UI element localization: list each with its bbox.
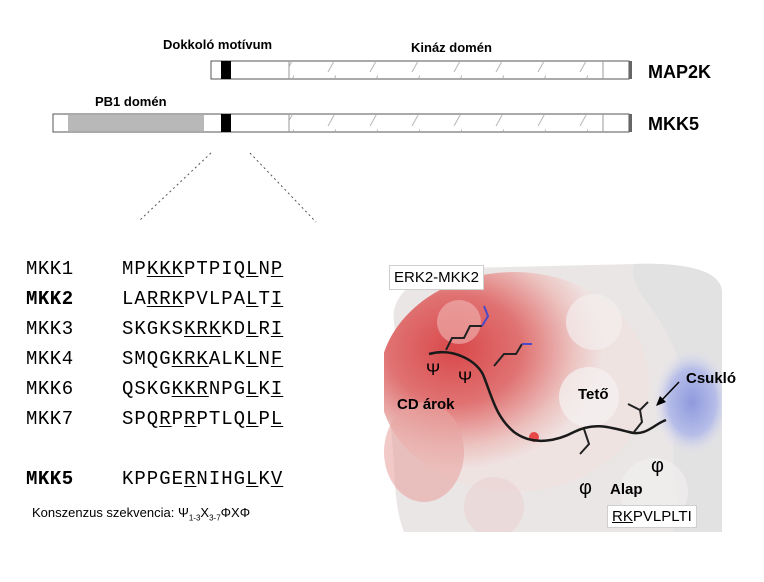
erk2-mkk2-structure bbox=[384, 262, 722, 532]
residue: NIHG bbox=[196, 468, 247, 490]
sequence-name: MKK7 bbox=[26, 408, 74, 430]
mkk5-bar bbox=[52, 113, 632, 133]
residue: N bbox=[258, 258, 271, 280]
conserved-residue: I bbox=[270, 318, 284, 340]
sequence-name: MKK5 bbox=[26, 468, 74, 490]
sequence-residues: QSKGKKRNPGLKI bbox=[122, 378, 283, 400]
psi-pocket-2: Ψ bbox=[458, 368, 473, 387]
residue: P bbox=[171, 408, 185, 430]
phi-pocket-2: φ bbox=[651, 455, 664, 477]
map2k-bar bbox=[210, 60, 632, 80]
zoom-line-right bbox=[249, 152, 317, 223]
conserved-residue: L bbox=[270, 408, 284, 430]
residue: PTPIQ bbox=[184, 258, 247, 280]
conserved-residue: P bbox=[270, 258, 284, 280]
sequence-name: MKK4 bbox=[26, 348, 74, 370]
sequence-name: MKK6 bbox=[26, 378, 74, 400]
sequence-residues: SMQGKRKALKLNF bbox=[122, 348, 283, 370]
residue: R bbox=[258, 318, 271, 340]
sequence-residues: MPKKKPTPIQLNP bbox=[122, 258, 283, 280]
conserved-residue: I bbox=[270, 288, 284, 310]
conserved-residue: KKK bbox=[146, 258, 185, 280]
hinge-label: Csukló bbox=[686, 370, 737, 387]
consensus-label: Konszenzus szekvencia: bbox=[32, 505, 175, 520]
conserved-residue: L bbox=[246, 288, 259, 310]
side-chain bbox=[445, 325, 482, 351]
cd-groove-label: CD árok bbox=[397, 396, 455, 413]
conserved-residue: KRK bbox=[171, 348, 209, 370]
residue: NPG bbox=[208, 378, 247, 400]
map2k-kinase-domain bbox=[289, 62, 603, 78]
sequence-residues: SPQRPRPTLQLPL bbox=[122, 408, 283, 430]
residue: KPPGE bbox=[122, 468, 185, 490]
domain-diagram bbox=[52, 60, 632, 223]
residue: PVLPA bbox=[184, 288, 247, 310]
peptide-backbone bbox=[428, 351, 667, 443]
pb1-domain-label: PB1 domén bbox=[95, 94, 167, 109]
conserved-residue: F bbox=[270, 348, 284, 370]
conserved-residue: V bbox=[270, 468, 284, 490]
residue: LA bbox=[122, 288, 147, 310]
side-chain bbox=[493, 343, 523, 367]
residue: P bbox=[258, 408, 271, 430]
residue: SKGKS bbox=[122, 318, 185, 340]
zoom-line-left bbox=[139, 152, 212, 221]
consensus-sequence: Konszenzus szekvencia: Ψ1-3X3-7ΦXΦ bbox=[32, 505, 251, 523]
mkk5-label: MKK5 bbox=[648, 114, 700, 134]
residue: N bbox=[258, 348, 271, 370]
residue: K bbox=[258, 378, 271, 400]
conserved-residue: L bbox=[246, 258, 259, 280]
conserved-residue: R bbox=[184, 468, 197, 490]
residue: PTLQ bbox=[196, 408, 247, 430]
base-label: Alap bbox=[610, 481, 643, 498]
conserved-residue: L bbox=[246, 348, 259, 370]
conserved-residue: L bbox=[246, 408, 259, 430]
residue: ALK bbox=[208, 348, 247, 370]
sequence-name: MKK1 bbox=[26, 258, 74, 280]
conserved-residue: L bbox=[246, 468, 259, 490]
psi-pocket-1: Ψ bbox=[426, 360, 441, 379]
residue: KD bbox=[221, 318, 247, 340]
mkk5-pb1-domain bbox=[68, 115, 204, 131]
conserved-residue: KRK bbox=[184, 318, 222, 340]
residue: QSKG bbox=[122, 378, 172, 400]
conserved-residue: RRK bbox=[146, 288, 185, 310]
conserved-residue: R bbox=[184, 408, 197, 430]
sequence-name: MKK2 bbox=[26, 288, 74, 310]
structure-title: ERK2-MKK2 bbox=[389, 265, 485, 290]
residue: T bbox=[258, 288, 271, 310]
conserved-residue: L bbox=[246, 318, 259, 340]
docking-motif-label: Dokkoló motívum bbox=[163, 37, 273, 52]
map2k-docking-motif bbox=[221, 61, 231, 79]
map2k-label: MAP2K bbox=[648, 62, 712, 82]
side-chain bbox=[579, 428, 591, 455]
residue: MP bbox=[122, 258, 147, 280]
phi-pocket-1: φ bbox=[579, 477, 592, 499]
mkk5-kinase-domain bbox=[289, 115, 603, 131]
side-chain bbox=[633, 401, 649, 433]
sequence-residues: SKGKSKRKKDLRI bbox=[122, 318, 283, 340]
residue: SPQ bbox=[122, 408, 160, 430]
kinase-domain-label: Kináz domén bbox=[411, 40, 492, 55]
residue: K bbox=[258, 468, 271, 490]
conserved-residue: R bbox=[159, 408, 172, 430]
hinge-arrow bbox=[656, 396, 666, 406]
sequence-residues: KPPGERNIHGLKV bbox=[122, 468, 283, 490]
conserved-residue: L bbox=[246, 378, 259, 400]
sequence-name: MKK3 bbox=[26, 318, 74, 340]
peptide-sequence-box: RKPVLPLTI bbox=[607, 505, 697, 528]
mkk5-docking-motif bbox=[221, 114, 231, 132]
conserved-residue: I bbox=[270, 378, 284, 400]
roof-label: Tető bbox=[578, 386, 609, 403]
sequence-residues: LARRKPVLPALTI bbox=[122, 288, 283, 310]
conserved-residue: KKR bbox=[171, 378, 209, 400]
residue: SMQG bbox=[122, 348, 172, 370]
